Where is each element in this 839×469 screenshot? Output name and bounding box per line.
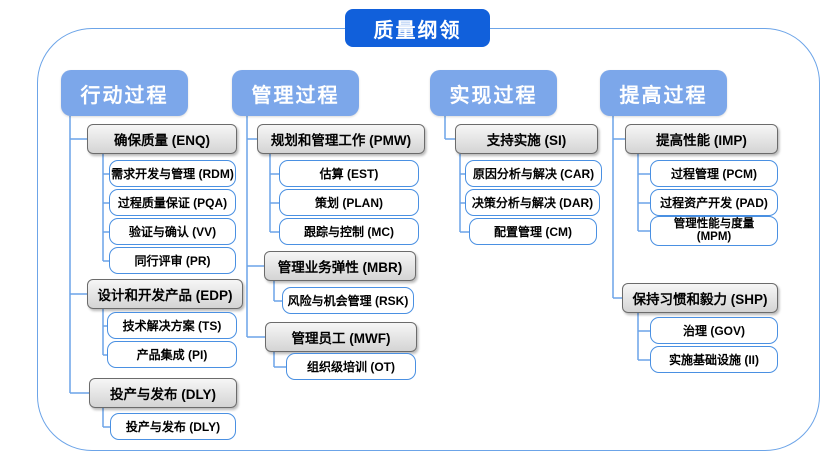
node-pad: 过程资产开发 (PAD) (650, 189, 778, 216)
node-gov: 治理 (GOV) (650, 317, 778, 344)
connector-column-4 (612, 116, 650, 361)
header-improvement-process: 提高过程 (600, 70, 727, 116)
node-ts: 技术解决方案 (TS) (107, 312, 237, 339)
root-node-title: 质量纲领 (345, 9, 490, 47)
header-implementation-process: 实现过程 (430, 70, 557, 116)
node-pqa: 过程质量保证 (PQA) (109, 189, 236, 216)
node-dly-sub: 投产与发布 (DLY) (110, 413, 236, 440)
node-car: 原因分析与解决 (CAR) (465, 160, 602, 187)
node-mwf: 管理员工 (MWF) (265, 322, 417, 352)
node-enq: 确保质量 (ENQ) (87, 124, 237, 154)
node-pcm: 过程管理 (PCM) (650, 160, 778, 187)
node-mpm: 管理性能与度量 (MPM) (650, 216, 778, 246)
header-management-process: 管理过程 (232, 70, 359, 116)
connector-column-1 (69, 116, 110, 428)
node-cm: 配置管理 (CM) (469, 218, 597, 245)
node-rdm: 需求开发与管理 (RDM) (109, 160, 236, 187)
node-est: 估算 (EST) (279, 160, 419, 187)
node-imp: 提高性能 (IMP) (625, 124, 778, 154)
node-ot: 组织级培训 (OT) (286, 353, 416, 380)
node-pr: 同行评审 (PR) (109, 247, 236, 274)
node-dly: 投产与发布 (DLY) (89, 378, 237, 408)
node-pmw: 规划和管理工作 (PMW) (257, 124, 425, 154)
header-action-process: 行动过程 (61, 70, 188, 116)
connector-column-3 (444, 116, 469, 233)
node-rsk: 风险与机会管理 (RSK) (282, 287, 414, 314)
node-pi: 产品集成 (PI) (107, 341, 237, 368)
node-mc: 跟踪与控制 (MC) (279, 218, 419, 245)
node-edp: 设计和开发产品 (EDP) (87, 279, 243, 309)
node-plan: 策划 (PLAN) (279, 189, 419, 216)
node-ii: 实施基础设施 (II) (650, 346, 778, 373)
node-vv: 验证与确认 (VV) (109, 218, 236, 245)
node-shp: 保持习惯和毅力 (SHP) (622, 283, 778, 313)
node-si: 支持实施 (SI) (455, 124, 598, 154)
node-mbr: 管理业务弹性 (MBR) (264, 251, 416, 281)
node-dar: 决策分析与解决 (DAR) (465, 189, 600, 216)
connector-column-2 (246, 116, 286, 368)
